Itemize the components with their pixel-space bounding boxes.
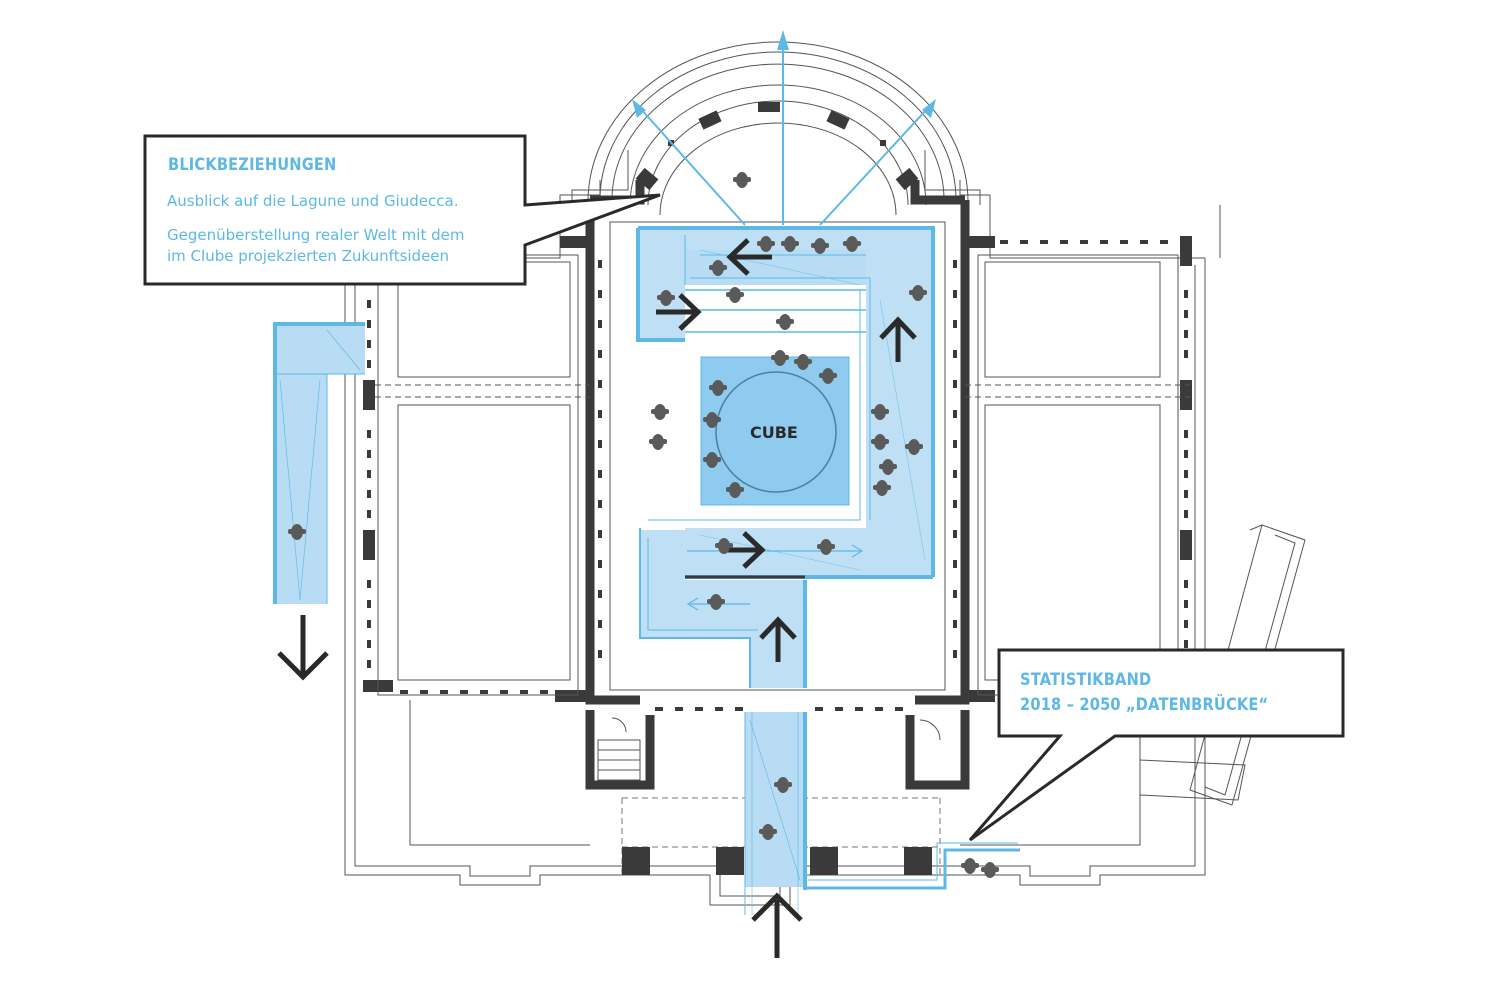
views-callout-title: BLICKBEZIEHUNGEN bbox=[168, 155, 337, 175]
apse-columns bbox=[635, 102, 919, 191]
arrow-up-entrance bbox=[751, 892, 803, 958]
callout-views-box bbox=[143, 134, 661, 286]
arrow-up-lower bbox=[759, 616, 797, 662]
stats-callout-title: STATISTIKBAND bbox=[1020, 670, 1152, 690]
callout-stats-box bbox=[968, 648, 1345, 842]
arrow-right-mid bbox=[656, 293, 702, 331]
statistik-band bbox=[805, 842, 1020, 890]
views-callout-line2: Gegenüberstellung realer Welt mit dem bbox=[167, 226, 465, 244]
outer-outline bbox=[344, 150, 1221, 906]
arrow-down-left bbox=[277, 615, 329, 681]
stats-callout-subtitle: 2018 – 2050 „DATENBRÜCKE“ bbox=[1020, 695, 1269, 715]
sightline-arrows bbox=[632, 30, 936, 226]
entrance-band bbox=[744, 712, 807, 915]
portico bbox=[597, 717, 941, 875]
flow-arrows bbox=[277, 238, 917, 958]
cube-label: CUBE bbox=[750, 423, 798, 442]
exhibition-route bbox=[636, 226, 935, 688]
arrow-left-top bbox=[726, 238, 772, 276]
views-callout-line1: Ausblick auf die Lagune und Giudecca. bbox=[167, 192, 459, 210]
side-walls bbox=[363, 236, 1195, 702]
views-callout-line3: im Clube projekzierten Zukunftsideen bbox=[167, 247, 450, 265]
left-band bbox=[273, 322, 365, 604]
apse bbox=[587, 41, 969, 216]
arrow-up-right bbox=[879, 316, 917, 362]
